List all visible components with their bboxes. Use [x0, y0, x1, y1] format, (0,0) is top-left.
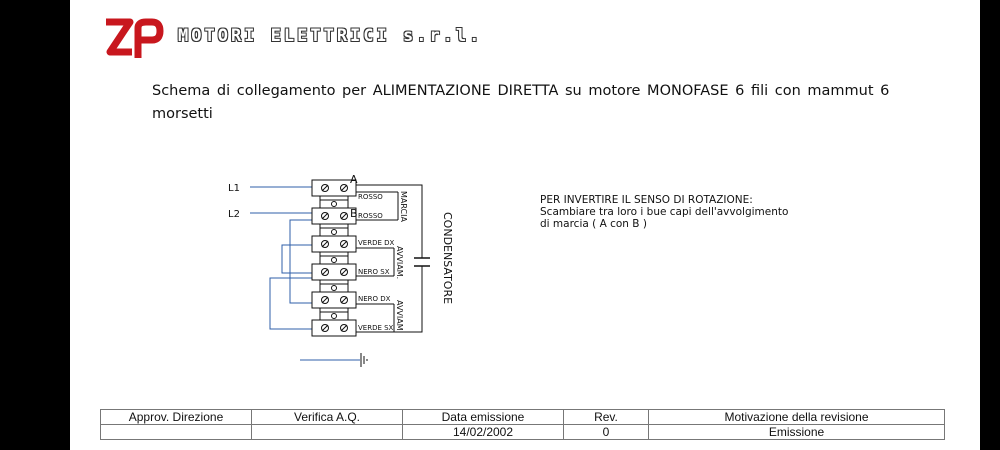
winding-label-avviam-1: AVVIAM. [395, 246, 404, 279]
note-line-1: Scambiare tra loro i bue capi dell'avvol… [540, 206, 789, 218]
header-data-emissione: Data emissione [402, 409, 564, 425]
document-page: MOTORI ELETTRICI s.r.l. Schema di colleg… [70, 0, 980, 450]
header-approv-direzione: Approv. Direzione [100, 409, 252, 425]
revision-table: Approv. Direzione Verifica A.Q. Data emi… [100, 409, 945, 440]
wire-label-nero-dx: NERO DX [358, 295, 391, 303]
winding-label-avviam-2: AVVIAM. [395, 300, 404, 333]
rotation-note: PER INVERTIRE IL SENSO DI ROTAZIONE: Sca… [540, 194, 840, 230]
terminal-screws [321, 184, 348, 332]
wire-label-rosso-b: ROSSO [358, 212, 383, 220]
cell-approv-direzione [100, 424, 252, 440]
cell-data-emissione: 14/02/2002 [402, 424, 564, 440]
zp-logo [106, 18, 164, 58]
capacitor-symbol [414, 257, 430, 267]
table-row: 14/02/2002 0 Emissione [100, 424, 945, 440]
terminal-letter-a: A [350, 173, 358, 186]
header-rev: Rev. [563, 409, 649, 425]
header-verifica-aq: Verifica A.Q. [251, 409, 403, 425]
terminal-block [311, 179, 357, 337]
wire-label-rosso-a: ROSSO [358, 193, 383, 201]
line-label-l2: L2 [228, 209, 240, 220]
note-heading: PER INVERTIRE IL SENSO DI ROTAZIONE: [540, 194, 753, 206]
wire-label-verde-dx: VERDE DX [358, 239, 395, 247]
wire-label-verde-sx: VERDE SX [358, 324, 394, 332]
winding-wires [356, 184, 423, 333]
page-title: Schema di collegamento per ALIMENTAZIONE… [152, 83, 890, 122]
note-line-2: di marcia ( A con B ) [540, 218, 647, 230]
terminal-letter-b: B [350, 207, 358, 220]
earth-symbol [360, 353, 368, 367]
company-name: MOTORI ELETTRICI s.r.l. [178, 26, 483, 46]
wire-label-nero-sx: NERO SX [358, 268, 390, 276]
capacitor-label: CONDENSATORE [441, 212, 454, 304]
cell-verifica-aq [251, 424, 403, 440]
winding-label-marcia: MARCIA [399, 191, 408, 222]
header-motivazione: Motivazione della revisione [648, 409, 945, 425]
revision-table-header: Approv. Direzione Verifica A.Q. Data emi… [100, 409, 945, 425]
line-label-l1: L1 [228, 183, 240, 194]
wiring-diagram: L1 L2 [228, 173, 454, 367]
supply-wires [250, 186, 360, 361]
cell-rev: 0 [563, 424, 649, 440]
cell-motivazione: Emissione [648, 424, 945, 440]
